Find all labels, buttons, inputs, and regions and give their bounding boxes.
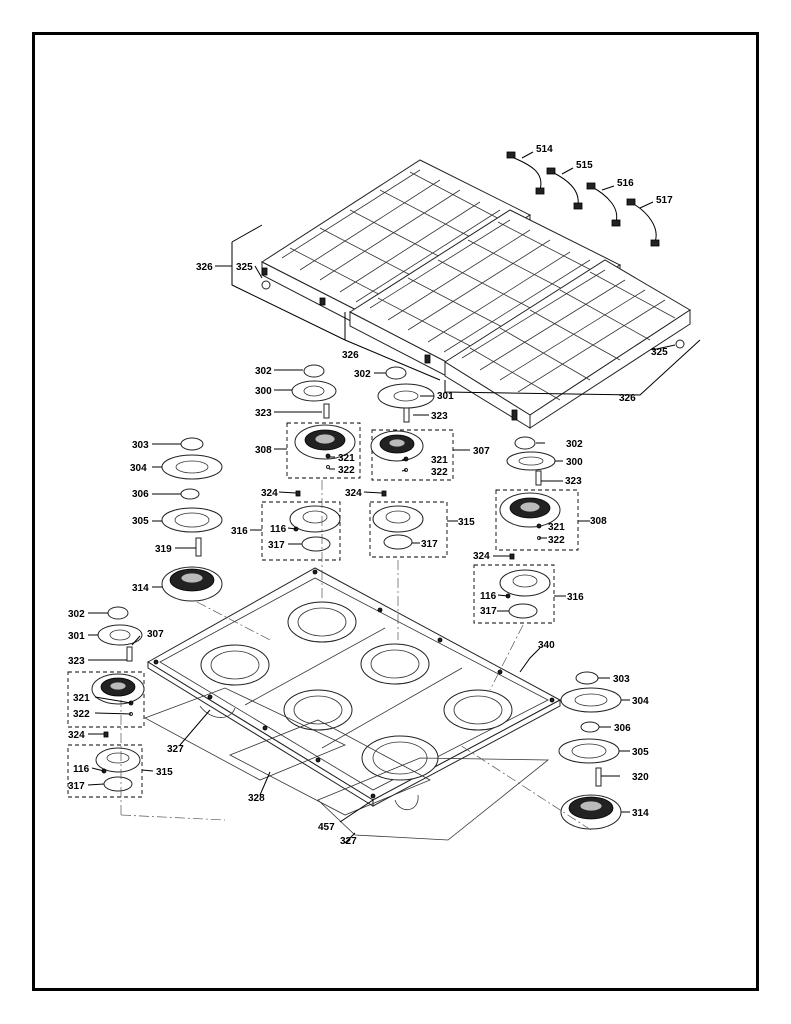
label-303-b: 303 [613, 674, 630, 685]
label-302-c: 302 [566, 439, 583, 450]
label-314-a: 314 [132, 583, 149, 594]
label-300-b: 300 [566, 457, 583, 468]
label-324-c: 324 [473, 551, 490, 562]
label-317-c: 317 [480, 606, 497, 617]
label-302-a: 302 [255, 366, 272, 377]
label-321-a: 321 [338, 453, 355, 464]
label-300-a: 300 [255, 386, 272, 397]
label-308-a: 308 [255, 445, 272, 456]
label-306-a: 306 [132, 489, 149, 500]
label-322-d: 322 [73, 709, 90, 720]
label-116-a: 116 [270, 524, 287, 535]
label-317-b: 317 [421, 539, 438, 550]
label-515: 515 [576, 160, 593, 171]
label-326-a: 326 [196, 262, 213, 273]
bumper-325-right [675, 339, 685, 349]
label-304-b: 304 [632, 696, 649, 707]
label-516: 516 [617, 178, 634, 189]
label-324-b: 324 [345, 488, 362, 499]
label-326-b: 326 [342, 350, 359, 361]
label-301-a: 301 [437, 391, 454, 402]
label-304-a: 304 [130, 463, 147, 474]
label-306-b: 306 [614, 723, 631, 734]
label-301-b: 301 [68, 631, 85, 642]
label-314-b: 314 [632, 808, 649, 819]
cap-302-a [303, 364, 325, 378]
insulation-sheets [144, 687, 550, 841]
label-328: 328 [248, 793, 265, 804]
label-116-c: 116 [73, 764, 90, 775]
label-321-c: 321 [548, 522, 565, 533]
label-319: 319 [155, 544, 172, 555]
label-316-b: 316 [567, 592, 584, 603]
label-322-a: 322 [338, 465, 355, 476]
label-322-c: 322 [548, 535, 565, 546]
label-308-b: 308 [590, 516, 607, 527]
label-116-b: 116 [480, 591, 497, 602]
cooktop-pan-340 [147, 567, 562, 807]
label-325-b: 325 [651, 347, 668, 358]
label-327-b: 327 [340, 836, 357, 847]
label-307-a: 307 [473, 446, 490, 457]
label-307-b: 307 [147, 629, 164, 640]
label-305-b: 305 [632, 747, 649, 758]
bumper-325-left [261, 280, 271, 290]
label-302-d: 302 [68, 609, 85, 620]
label-315-b: 315 [156, 767, 173, 778]
label-321-b: 321 [431, 455, 448, 466]
label-322-b: 322 [431, 467, 448, 478]
label-324-a: 324 [261, 488, 278, 499]
burner-box-308-a [286, 422, 361, 479]
label-327-a: 327 [167, 744, 184, 755]
label-302-b: 302 [354, 369, 371, 380]
hoses [506, 151, 660, 247]
label-315-a: 315 [458, 517, 475, 528]
label-514: 514 [536, 144, 553, 155]
label-323-c: 323 [565, 476, 582, 487]
label-323-a: 323 [255, 408, 272, 419]
label-316-a: 316 [231, 526, 248, 537]
label-517: 517 [656, 195, 673, 206]
label-305-a: 305 [132, 516, 149, 527]
label-340: 340 [538, 640, 555, 651]
diagram-border [32, 32, 759, 991]
label-321-d: 321 [73, 693, 90, 704]
label-324-d: 324 [68, 730, 85, 741]
label-303-a: 303 [132, 440, 149, 451]
label-323-b: 323 [431, 411, 448, 422]
grate-right [444, 259, 691, 429]
label-317-a: 317 [268, 540, 285, 551]
label-457: 457 [318, 822, 335, 833]
label-325-a: 325 [236, 262, 253, 273]
label-323-d: 323 [68, 656, 85, 667]
label-320: 320 [632, 772, 649, 783]
label-317-d: 317 [68, 781, 85, 792]
label-326-c: 326 [619, 393, 636, 404]
